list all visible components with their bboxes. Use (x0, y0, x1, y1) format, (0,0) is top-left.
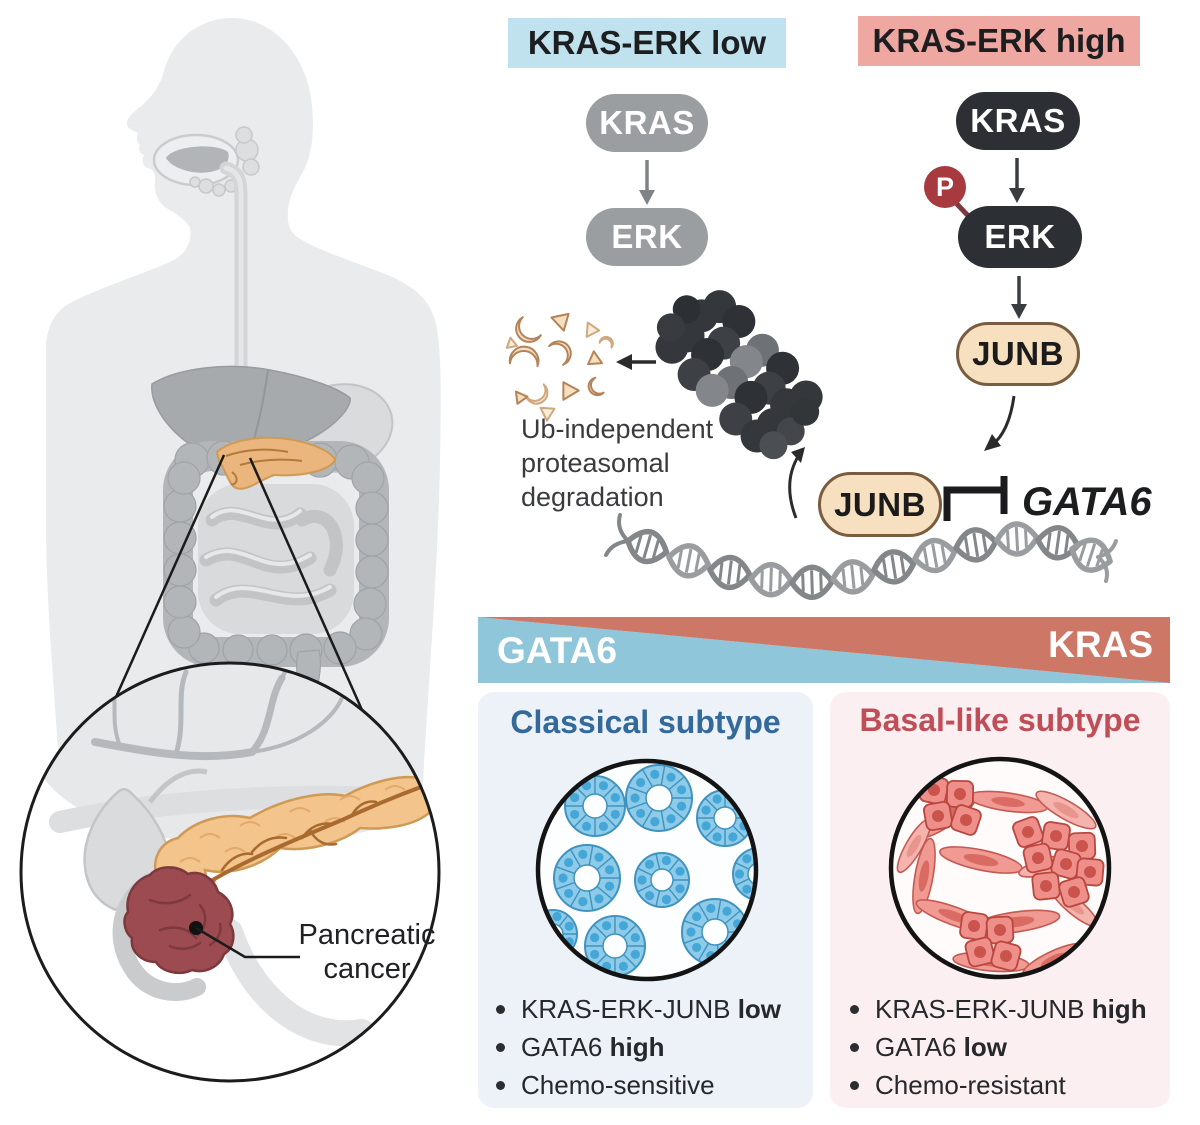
classical-title: Classical subtype (510, 704, 781, 740)
erk-node-low: ERK (586, 208, 708, 266)
header-kras-erk-low: KRAS-ERK low (508, 18, 786, 68)
junb-dna-node: JUNB (818, 472, 942, 537)
basal-title: Basal-like subtype (859, 702, 1141, 738)
basal-bullet-list: KRAS-ERK-JUNB high GATA6 low Chemo-resis… (850, 994, 1168, 1101)
list-item: KRAS-ERK-JUNB low (496, 994, 808, 1025)
junb-node: JUNB (956, 322, 1080, 386)
classical-bullet-list: KRAS-ERK-JUNB low GATA6 high Chemo-sensi… (496, 994, 808, 1101)
list-item: KRAS-ERK-JUNB high (850, 994, 1168, 1025)
pancreas-highlight (215, 436, 337, 490)
gata6-gene-label: GATA6 (1022, 480, 1152, 524)
arrow-junb-to-proteasome (788, 447, 805, 519)
arrow-proteasome-to-fragments (616, 354, 656, 370)
arrow-junb-to-dna (984, 395, 1016, 451)
small-intestine (198, 484, 354, 634)
erk-node-high: ERK (958, 206, 1082, 268)
pancreas-zoom (139, 775, 439, 951)
pancreatic-vessels (180, 785, 423, 902)
classical-histology-circle (535, 758, 759, 982)
degradation-caption: Ub-independent proteasomal degradation (521, 414, 714, 512)
bullet-dot-icon (850, 1081, 859, 1090)
list-item: Chemo-sensitive (496, 1070, 808, 1101)
basal-histology-circle (888, 756, 1112, 980)
kras-node-low: KRAS (586, 94, 708, 152)
list-item: GATA6 high (496, 1032, 808, 1063)
arrow-kras-erk-high (1009, 158, 1025, 203)
bullet-dot-icon (850, 1005, 859, 1014)
header-kras-erk-high: KRAS-ERK high (858, 16, 1140, 66)
arrow-kras-erk-low (639, 160, 655, 205)
list-item: GATA6 low (850, 1032, 1168, 1063)
arrow-erk-junb (1011, 276, 1027, 319)
liver (151, 365, 351, 457)
bullet-dot-icon (496, 1005, 505, 1014)
bullet-dot-icon (496, 1081, 505, 1090)
esophagus-highlight (223, 165, 244, 427)
phospho-badge: P (924, 166, 966, 208)
degraded-protein-fragments (505, 312, 614, 422)
inhibition-symbol (943, 476, 1008, 521)
bullet-dot-icon (850, 1043, 859, 1052)
kras-node-high: KRAS (956, 92, 1080, 150)
bar-label-gata6: GATA6 (497, 630, 617, 671)
pancreatic-cancer-label: Pancreatic cancer (298, 919, 436, 985)
bar-label-kras: KRAS (1048, 624, 1153, 665)
tumor-pointer (189, 921, 300, 959)
list-item: Chemo-resistant (850, 1070, 1168, 1101)
pancreas-zoom-circle (19, 661, 441, 1083)
bullet-dot-icon (496, 1043, 505, 1052)
